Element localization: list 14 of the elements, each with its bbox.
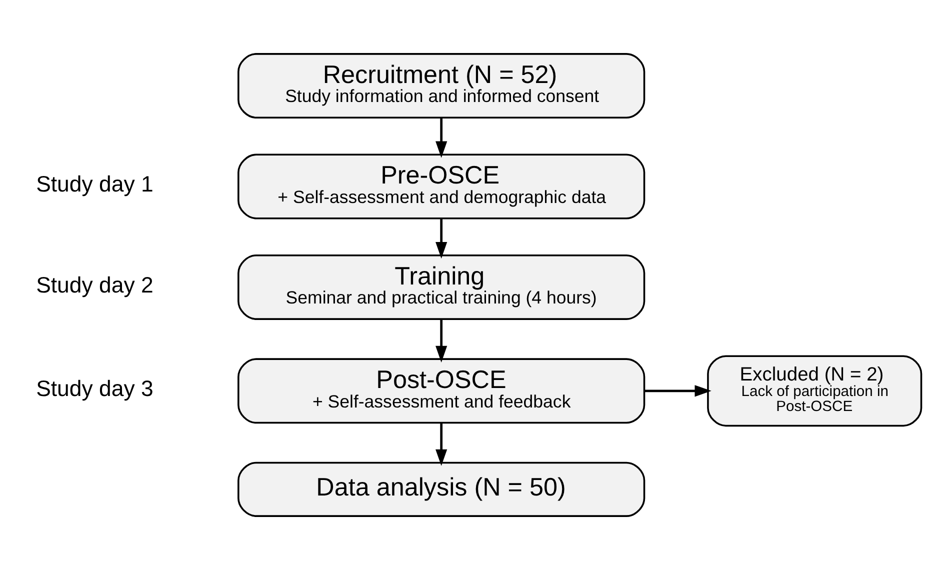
node-box: Data analysis (N = 50) [238,461,646,516]
arrow [436,117,448,158]
node-box: Excluded (N = 2) Lack of participation in Post-OSCE [707,354,922,426]
node-box: Post-OSCE + Self-assessment and feedback [238,358,646,424]
node-label: Study day 3 [36,376,154,401]
arrow [644,384,712,396]
node-label: Study day 2 [36,272,154,297]
arrow [436,422,448,466]
node-box: Pre-OSCE + Self-assessment and demographic data [238,153,646,219]
arrow [436,318,448,362]
node-box: Training Seminar and practical training (4 hours) [238,254,646,320]
node-box: Recruitment (N = 52) Study information and informed consent [238,52,646,118]
arrow [436,218,448,258]
node-label: Study day 1 [36,171,154,196]
